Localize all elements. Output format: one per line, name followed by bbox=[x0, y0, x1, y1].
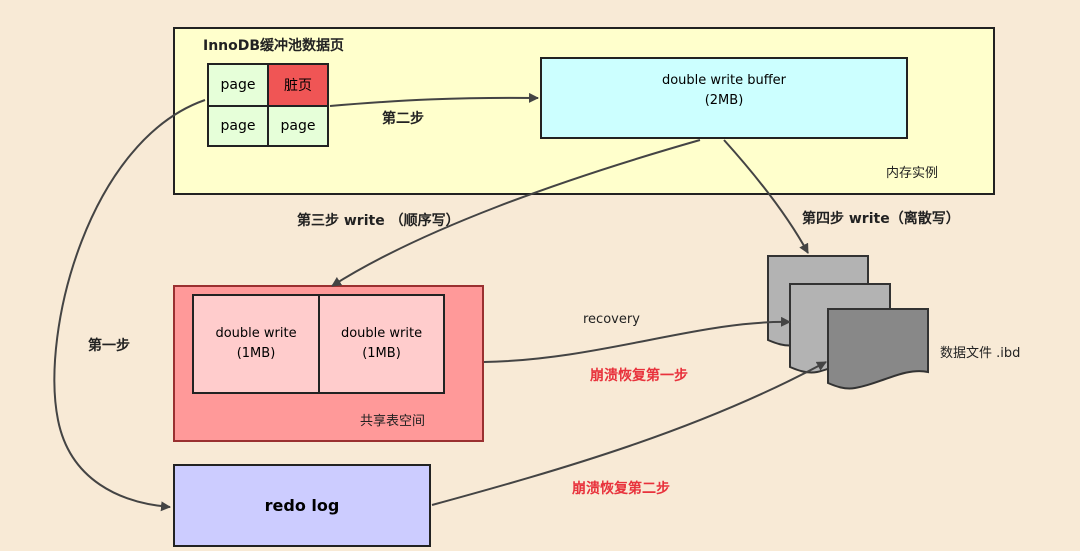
data-file-shape-1 bbox=[767, 255, 869, 347]
redo-log-box: redo log bbox=[173, 464, 431, 547]
step4-label: 第四步 write（离散写） bbox=[802, 211, 960, 227]
arrow-crash-recovery-1 bbox=[483, 316, 791, 363]
dwb-line1: double write buffer bbox=[661, 73, 787, 88]
step3-label: 第三步 write （顺序写） bbox=[297, 213, 460, 229]
dw2-line2: (1MB) bbox=[362, 346, 401, 361]
dw1-line1: double write bbox=[215, 326, 297, 341]
page-cell: page bbox=[267, 105, 329, 147]
dirty-page-label: 脏页 bbox=[284, 78, 312, 94]
redo-log-label: redo log bbox=[264, 496, 340, 515]
data-file-shape-3 bbox=[827, 308, 929, 390]
page-cell: page bbox=[207, 63, 269, 107]
page-label: page bbox=[220, 118, 256, 134]
double-write-block-1: double write (1MB) bbox=[192, 294, 320, 394]
shared-tablespace-label: 共享表空间 bbox=[360, 414, 426, 429]
dw1-line2: (1MB) bbox=[236, 346, 276, 361]
step1-label: 第一步 bbox=[88, 338, 130, 354]
memory-title: InnoDB缓冲池数据页 bbox=[203, 38, 345, 54]
page-label: page bbox=[280, 118, 316, 134]
step2-label: 第二步 bbox=[382, 111, 424, 127]
dirty-page-cell: 脏页 bbox=[267, 63, 329, 107]
crash-recovery-step2-label: 崩溃恢复第二步 bbox=[572, 481, 670, 497]
data-file-icon bbox=[767, 255, 929, 390]
page-cell: page bbox=[207, 105, 269, 147]
recovery-label: recovery bbox=[583, 312, 640, 327]
data-file-label: 数据文件 .ibd bbox=[940, 346, 1021, 361]
page-label: page bbox=[220, 77, 256, 93]
data-file-shape-2 bbox=[789, 283, 891, 374]
crash-recovery-step1-label: 崩溃恢复第一步 bbox=[590, 368, 688, 384]
memory-instance-label: 内存实例 bbox=[886, 166, 939, 181]
dwb-line2: (2MB) bbox=[704, 93, 744, 108]
double-write-block-2: double write (1MB) bbox=[318, 294, 445, 394]
double-write-buffer-box: double write buffer (2MB) bbox=[540, 57, 908, 139]
dw2-line1: double write bbox=[340, 326, 423, 341]
